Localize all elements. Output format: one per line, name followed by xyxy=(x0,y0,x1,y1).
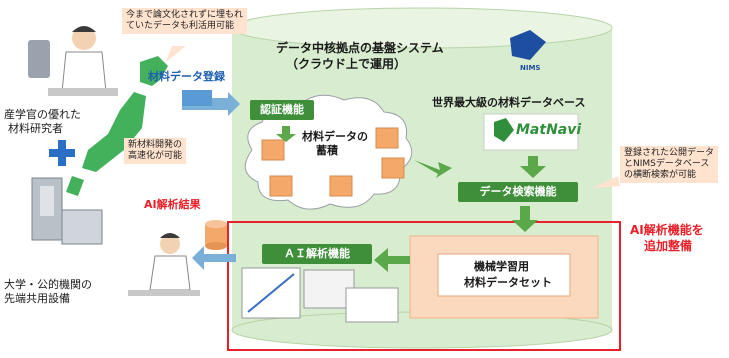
researcher-line1: 産学官の優れた xyxy=(4,108,81,121)
matnavi-label: MatNavi xyxy=(516,122,582,138)
system-subtitle: （クラウド上で運用） xyxy=(286,57,407,71)
ai-enhance-line2: 追加整備 xyxy=(644,239,693,253)
search-note-line3: の横断検索が可能 xyxy=(624,170,697,180)
dataset-line2: 材料データセット xyxy=(464,276,552,289)
search-function: データ検索機能 xyxy=(458,182,578,202)
ai-function: ＡＩ解析機能 xyxy=(262,244,372,264)
speed-note: 新材料開発の 高速化が可能 xyxy=(124,138,187,164)
ai-enhance-line1: AI解析機能を xyxy=(630,223,704,237)
storage-line2: 蓄積 xyxy=(316,144,338,157)
ml-dataset-grid xyxy=(409,235,599,319)
ai-result-cylinder-icon xyxy=(205,220,227,250)
facility-line1: 大学・公的機関の xyxy=(4,278,92,291)
matnavi-emblem xyxy=(494,118,514,142)
document-stacks xyxy=(261,127,405,197)
registration-label: 材料データ登録 xyxy=(148,70,225,83)
plus-horizontal xyxy=(49,149,75,157)
nims-label: NIMS xyxy=(520,64,541,72)
system-title: データ中核拠点の基盤システム xyxy=(276,41,444,55)
worlds-largest-label: 世界最大級の材料データベース xyxy=(432,96,586,109)
researcher-line2: 材料研究者 xyxy=(8,122,63,135)
lab-equipment-illustration xyxy=(31,177,103,245)
search-note-line2: とNIMSデータベース xyxy=(624,159,710,169)
storage-line1: 材料データの xyxy=(302,130,368,143)
researcher-illustration xyxy=(28,26,118,96)
dataset-line1: 機械学習用 xyxy=(474,260,529,273)
japan-map xyxy=(66,56,168,196)
speed-note-line1: 新材料開発の xyxy=(128,140,183,150)
top-note-line1: 今まで論文化されずに埋もれ xyxy=(126,10,244,20)
ai-result-label: AI解析結果 xyxy=(144,198,201,211)
top-note-line2: ていたデータも利活用可能 xyxy=(126,21,235,31)
speed-note-line2: 高速化が可能 xyxy=(128,151,183,161)
ai-analysis-thumbnails xyxy=(241,267,399,323)
nims-logo xyxy=(510,30,546,60)
search-note: 登録された公開データ とNIMSデータベース の横断検索が可能 xyxy=(620,146,719,183)
facility-line2: 先端共用設備 xyxy=(4,292,70,305)
arrows xyxy=(182,90,546,272)
top-note: 今まで論文化されずに埋もれ ていたデータも利活用可能 xyxy=(122,8,248,34)
ai-enhancement-frame xyxy=(227,221,621,351)
auth-function: 認証機能 xyxy=(250,100,314,120)
top-note-tail xyxy=(166,46,186,62)
search-note-tail xyxy=(592,176,620,188)
search-note-line1: 登録された公開データ xyxy=(624,148,715,158)
bottom-researcher-illustration xyxy=(128,233,200,296)
